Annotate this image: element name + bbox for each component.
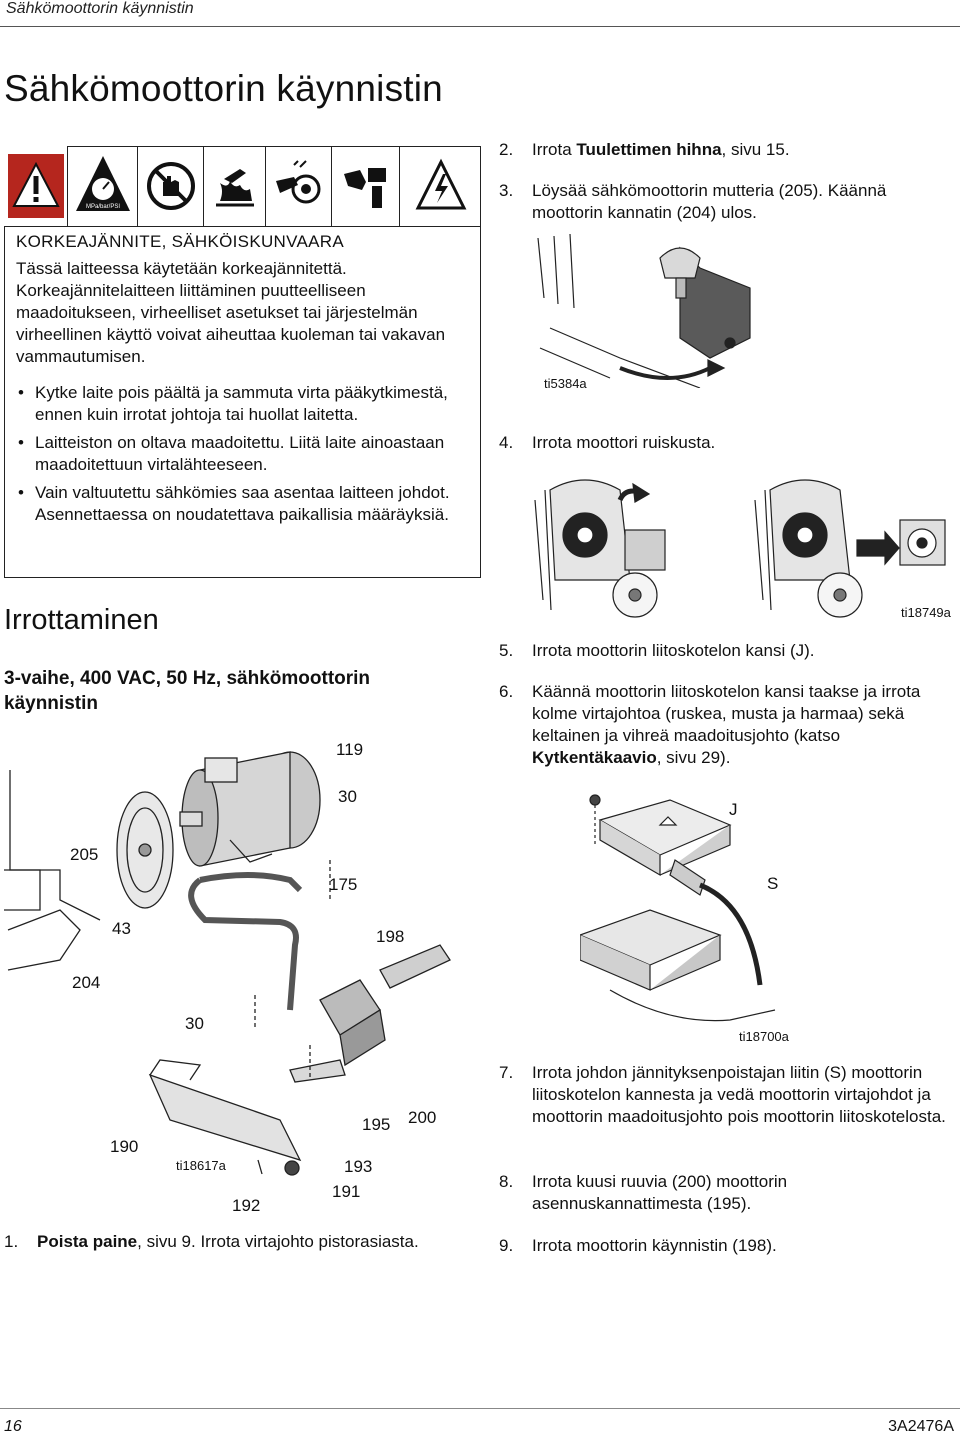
callout-192: 192 <box>232 1196 261 1215</box>
step-text: Irrota moottori ruiskusta. <box>532 433 716 452</box>
step-bold: Kytkentäkaavio <box>532 748 657 767</box>
header-rule <box>0 26 960 27</box>
step-number: 3. <box>499 181 514 200</box>
step-number: 9. <box>499 1236 514 1255</box>
warning-bullet: Vain valtuutettu sähkömies saa asentaa l… <box>16 482 476 526</box>
callout-119: 119 <box>336 740 364 759</box>
page-number: 16 <box>4 1418 22 1435</box>
warning-body: Tässä laitteessa käytetään korkeajännite… <box>16 259 446 366</box>
callout-200: 200 <box>408 1108 437 1127</box>
electric-shock-icon <box>400 146 481 226</box>
exploded-starter-figure <box>4 751 451 1176</box>
section-title: Irrottaminen <box>4 604 159 636</box>
bracket-figure <box>537 233 751 388</box>
pressure-gauge-icon: MPa/bar/PSI <box>68 146 138 226</box>
step-pre: Irrota <box>532 140 577 159</box>
step-number: 6. <box>499 682 514 701</box>
warning-triangle-icon <box>4 146 68 226</box>
label-j: J <box>729 800 738 819</box>
gauge-label: MPa/bar/PSI <box>85 204 119 210</box>
pinch-hand-icon <box>332 146 400 226</box>
document-id: 3A2476A <box>888 1418 954 1435</box>
step-pre: Käännä moottorin liitoskotelon kansi taa… <box>532 682 921 745</box>
step-bold: Tuulettimen hihna <box>576 140 722 159</box>
step-text: Irrota moottorin liitoskotelon kansi (J)… <box>532 641 815 660</box>
step-text: Irrota kuusi ruuvia (200) moottorin asen… <box>532 1172 788 1213</box>
hot-surface-icon <box>204 146 266 226</box>
step-text: Poista paine, sivu 9. Irrota virtajohto … <box>37 1231 419 1253</box>
step-number: 1. <box>4 1232 19 1251</box>
entanglement-icon <box>266 146 332 226</box>
warning-box <box>4 146 481 578</box>
step-bold: Poista paine <box>37 1232 138 1251</box>
figure-id-exploded: ti18617a <box>176 1158 226 1173</box>
footer-rule <box>0 1408 960 1409</box>
callout-198: 198 <box>376 927 405 946</box>
step-rest: , sivu 9. Irrota virtajohto pistorasiast… <box>137 1232 419 1251</box>
step-number: 5. <box>499 641 514 660</box>
callout-43: 43 <box>112 919 131 938</box>
warning-bullet: Laitteiston on oltava maadoitettu. Liitä… <box>16 432 476 476</box>
warning-bullets: Kytke laite pois päältä ja sammuta virta… <box>16 382 476 532</box>
callout-193: 193 <box>344 1157 373 1176</box>
page-title: Sähkömoottorin käynnistin <box>4 68 443 109</box>
warning-heading: KORKEAJÄNNITE, SÄHKÖISKUNVAARA <box>16 232 344 251</box>
callout-30: 30 <box>338 787 357 806</box>
step-number: 8. <box>499 1172 514 1191</box>
step-rest: , sivu 29). <box>656 748 731 767</box>
figure-id-bracket: ti5384a <box>544 376 587 391</box>
warning-bullet: Kytke laite pois päältä ja sammuta virta… <box>16 382 476 426</box>
label-s: S <box>767 874 779 893</box>
step-text: Irrota Tuulettimen hihna, sivu 15. <box>532 139 790 161</box>
junction-box-figure <box>580 794 776 1022</box>
callout-204: 204 <box>72 973 101 992</box>
callout-30b: 30 <box>185 1014 204 1033</box>
callout-205: 205 <box>70 845 99 864</box>
step-number: 7. <box>499 1063 514 1082</box>
step-text: Irrota moottorin käynnistin (198). <box>532 1236 777 1255</box>
callout-191: 191 <box>332 1182 361 1201</box>
step-number: 4. <box>499 433 514 452</box>
figure-id-sprayer: ti18749a <box>901 605 951 620</box>
no-hand-icon <box>138 146 204 226</box>
callout-195: 195 <box>362 1115 391 1134</box>
step-rest: , sivu 15. <box>721 140 790 159</box>
callout-190: 190 <box>110 1137 139 1156</box>
running-head: Sähkömoottorin käynnistin <box>6 0 194 17</box>
step-number: 2. <box>499 140 514 159</box>
figure-id-junction: ti18700a <box>739 1029 789 1044</box>
warning-icon-row: MPa/bar/PSI <box>4 146 481 226</box>
step-text: Irrota johdon jännityksenpoistajan liiti… <box>532 1063 946 1126</box>
section-subtitle: 3-vaihe, 400 VAC, 50 Hz, sähkömoottorin … <box>4 668 371 714</box>
step-text: Löysää sähkömoottorin mutteria (205). Kä… <box>532 181 887 222</box>
icon-row-divider <box>4 226 481 227</box>
sprayer-figure <box>534 479 946 618</box>
step-text: Käännä moottorin liitoskotelon kansi taa… <box>532 681 957 769</box>
callout-175: 175 <box>329 875 358 894</box>
